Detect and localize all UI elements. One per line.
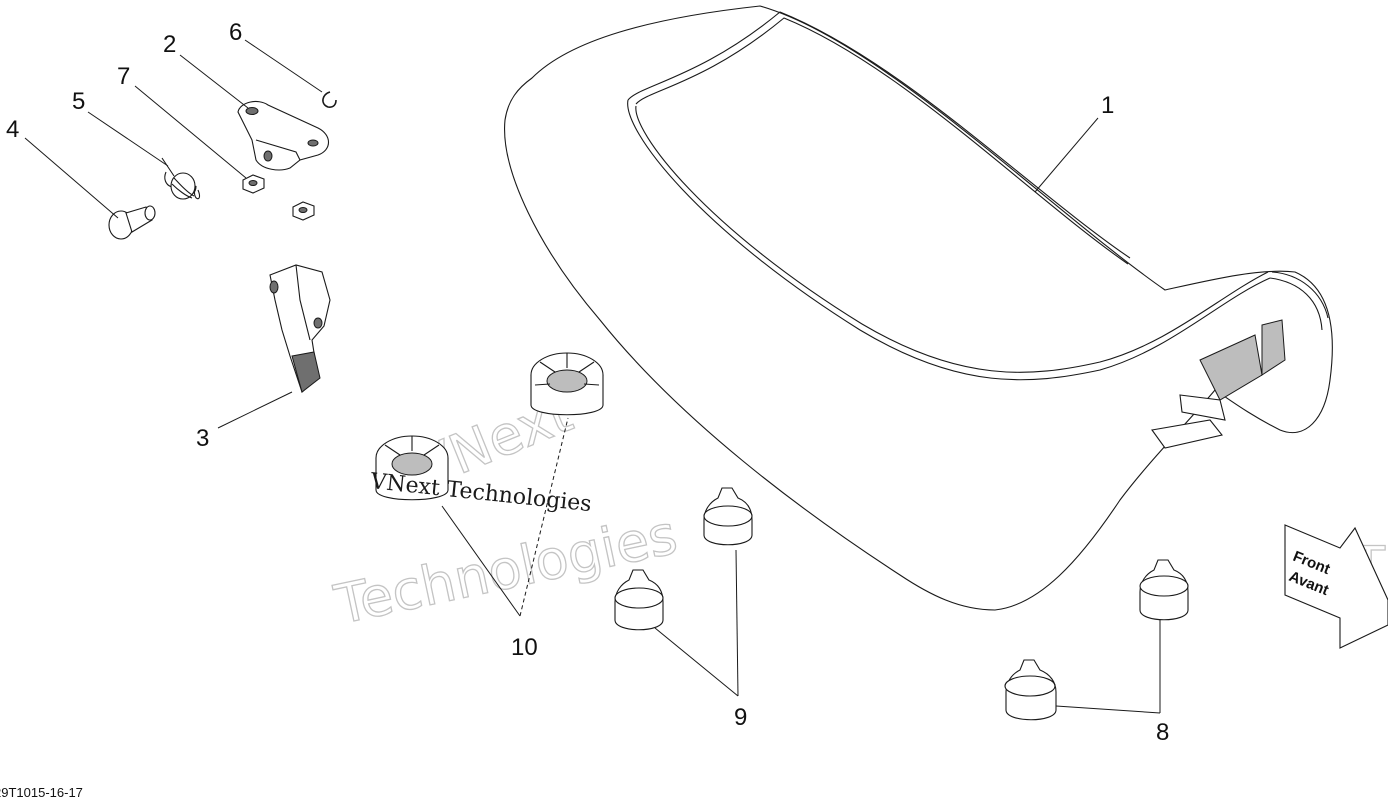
leader-lines <box>24 39 1161 714</box>
callout-10: 10 <box>511 634 538 661</box>
callout-2: 2 <box>163 31 176 58</box>
part-latch-lever <box>269 264 331 393</box>
drawing-code: 29T1015-16-17 <box>0 785 83 799</box>
callout-4: 4 <box>6 116 19 143</box>
callout-1: 1 <box>1101 92 1114 119</box>
callout-3: 3 <box>196 425 209 452</box>
part-bumpers-8 <box>1004 559 1189 721</box>
part-pin <box>108 205 156 240</box>
callout-9: 9 <box>734 704 747 731</box>
callout-6: 6 <box>229 19 242 46</box>
part-spring <box>161 157 200 200</box>
part-bracket <box>237 100 330 171</box>
part-clip <box>322 91 337 108</box>
part-bumpers-9 <box>614 487 753 631</box>
callout-numbers: 1 2 3 4 5 6 7 8 9 10 <box>6 19 1169 746</box>
front-arrow-icon: Front Avant <box>1284 524 1388 649</box>
callout-5: 5 <box>72 88 85 115</box>
part-nuts <box>242 174 315 221</box>
callout-8: 8 <box>1156 719 1169 746</box>
callout-7: 7 <box>117 63 130 90</box>
part-grommets <box>375 352 604 501</box>
part-seat <box>504 5 1333 611</box>
